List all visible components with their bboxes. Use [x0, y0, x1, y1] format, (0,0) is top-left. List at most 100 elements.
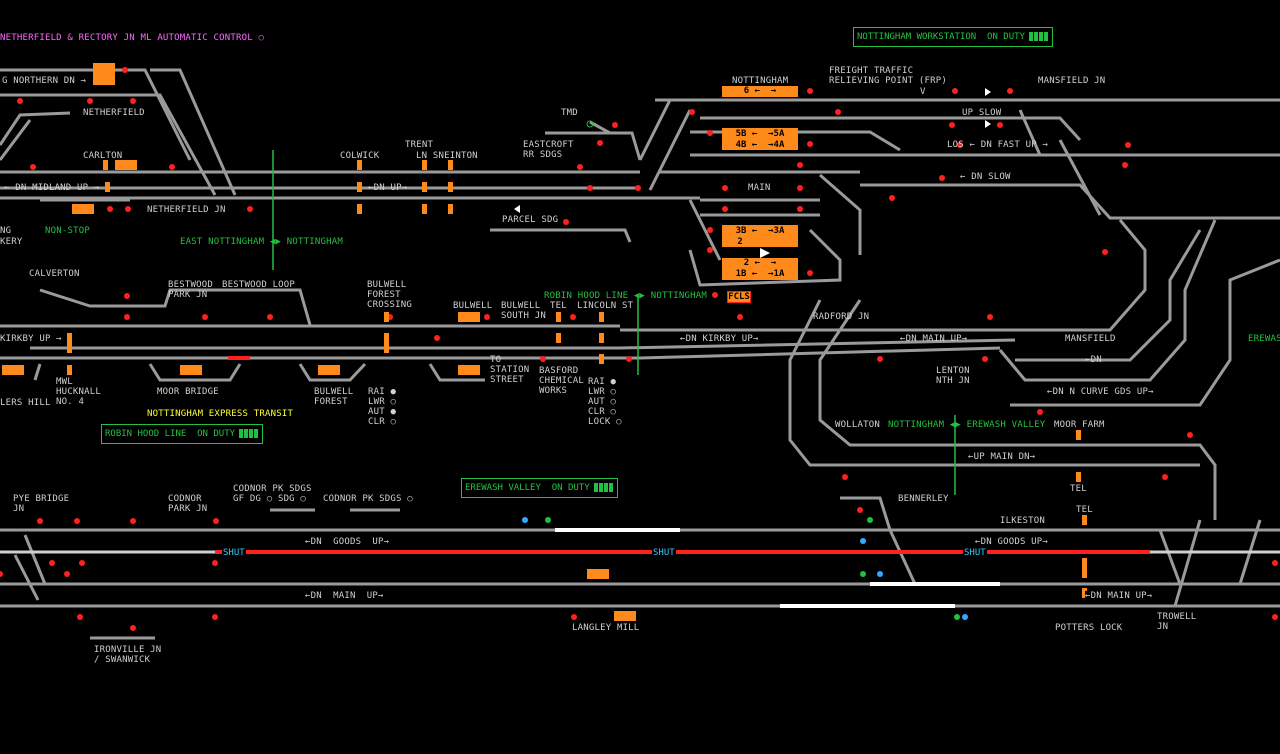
label-parcel-sdg: PARCEL SDG: [502, 215, 559, 225]
track-northern-2: [150, 68, 237, 196]
label-carlton: CARLTON: [83, 151, 123, 161]
track-northern: [0, 68, 192, 161]
tc-trent-3: [422, 204, 427, 214]
label-dn-goods-up-2: ←DN GOODS UP→: [975, 537, 1049, 547]
tc-lincoln: [599, 312, 604, 322]
label-tel-3: TEL: [1076, 505, 1093, 515]
tc-trent-1: [422, 160, 427, 170]
platform-carlton: [93, 63, 115, 85]
label-wollaton-boundary: NOTTINGHAM ◀▶ EREWASH VALLEY: [888, 420, 1046, 430]
robin-hood-duty[interactable]: ROBIN HOOD LINE ON DUTY: [101, 424, 264, 444]
fcls-box[interactable]: FCLS: [727, 291, 751, 303]
label-langley-mill: LANGLEY MILL: [572, 623, 640, 633]
track-x7: [1058, 139, 1102, 216]
track-netherfield-loop: [0, 93, 217, 196]
tc-lers: [2, 365, 24, 375]
tc-ilk2: [1082, 558, 1087, 578]
label-tel-2: TEL: [1070, 484, 1087, 494]
label-bulwell-south: BULWELL SOUTH JN: [501, 301, 546, 321]
label-nottingham: NOTTINGHAM: [732, 76, 789, 86]
label-trent: TRENT: [405, 140, 434, 150]
label-dn-main-up-3: ←DN MAIN UP→: [1085, 591, 1153, 601]
label-dn: ←DN: [1085, 355, 1102, 365]
nottingham-workstation-duty[interactable]: NOTTINGHAM WORKSTATION ON DUTY: [853, 27, 1053, 47]
label-codnor-sdgs: CODNOR PK SDGS ○: [323, 494, 413, 504]
platform-langley: [614, 611, 636, 621]
tc-langley: [587, 569, 609, 579]
label-up-main-dn: ←UP MAIN DN→: [968, 452, 1036, 462]
tc-tel3: [1076, 472, 1081, 482]
track-x8: [888, 529, 917, 585]
label-kirkby-up: KIRKBY UP →: [0, 334, 62, 344]
label-potters-lock: POTTERS LOCK: [1055, 623, 1123, 633]
track-x6: [1018, 109, 1042, 156]
tc-ilk1: [1082, 515, 1087, 525]
track-loco-1: [0, 111, 71, 146]
erewash-duty[interactable]: EREWASH VALLEY ON DUTY: [461, 478, 618, 498]
track-x1: [638, 99, 672, 161]
label-dn-slow: ← DN SLOW: [960, 172, 1011, 182]
label-ln-sneinton: LN SNEINTON: [416, 151, 478, 161]
platform-carlton-2: [115, 160, 137, 170]
label-mansfield: MANSFIELD: [1065, 334, 1116, 344]
platform-1-label: 1B ← →1A: [735, 269, 785, 279]
track-ilk-x2: [1173, 519, 1202, 607]
track-up-slow: [700, 116, 1082, 142]
nottingham-workstation-label: NOTTINGHAM WORKSTATION ON DUTY: [857, 32, 1025, 42]
label-moor-farm: MOOR FARM: [1054, 420, 1105, 430]
platform-3-label: 3B ← →3A: [735, 226, 785, 236]
label-to-station: TO STATION STREET: [490, 355, 530, 385]
label-bestwood-park: BESTWOOD PARK JN: [168, 280, 213, 300]
tc-tel2: [556, 333, 561, 343]
label-pye-bridge: PYE BRIDGE JN: [13, 494, 70, 514]
label-non-stop: NON-STOP: [45, 226, 90, 236]
label-basford: BASFORD CHEMICAL WORKS: [539, 366, 584, 396]
track-loop-r: [620, 219, 1147, 332]
label-ilkeston: ILKESTON: [1000, 516, 1045, 526]
label-netherfield-jn: NETHERFIELD JN: [147, 205, 226, 215]
track-rh-up: [30, 338, 1016, 350]
erewash-duty-label: EREWASH VALLEY ON DUTY: [465, 483, 590, 493]
tc-colwick-3: [357, 204, 362, 214]
shut-indicator-2[interactable]: SHUT: [652, 548, 676, 558]
label-freight: FREIGHT TRAFFIC RELIEVING POINT (FRP): [829, 66, 947, 86]
track-moor: [148, 363, 242, 382]
label-dn-up-colwick: ←DN UP→: [368, 183, 408, 193]
shut-indicator-3[interactable]: SHUT: [963, 548, 987, 558]
label-kery: KERY: [0, 237, 23, 247]
track-pye-2: [13, 554, 40, 601]
label-bestwood-loop: BESTWOOD LOOP: [222, 280, 296, 290]
tc-lincoln3: [599, 354, 604, 364]
express-transit-label: NOTTINGHAM EXPRESS TRANSIT: [147, 409, 294, 419]
label-mwl: MWL HUCKNALL NO. 4: [56, 377, 101, 407]
tc-tel: [556, 312, 561, 322]
crossing-status-1: RAI ● LWR ○ AUT ● CLR ○: [368, 387, 397, 427]
tc-kirkby: [67, 333, 72, 353]
track-x3: [688, 199, 722, 261]
track-x5: [819, 173, 862, 255]
label-ing: NG: [0, 226, 12, 236]
label-erewash-cut: EREWAS: [1248, 334, 1280, 344]
label-dn-main-up-2: ←DN MAIN UP→: [305, 591, 384, 601]
label-radford: RADFORD JN: [813, 312, 870, 322]
track-pye: [23, 534, 47, 585]
label-moor-bridge: MOOR BRIDGE: [157, 387, 219, 397]
platform-4-label: 4B ← →4A: [735, 140, 785, 150]
label-dn-midland: ← DN MIDLAND UP →: [4, 183, 100, 193]
label-eastcroft: EASTCROFT RR SDGS: [523, 140, 574, 160]
tc-sneinton-1: [448, 160, 453, 170]
shut-indicator-1[interactable]: SHUT: [222, 548, 246, 558]
label-dn-goods-up: ←DN GOODS UP→: [305, 537, 390, 547]
label-trowell: TROWELL JN: [1157, 612, 1197, 632]
platform-bulwell-forest: [318, 365, 340, 375]
track-bulwell-f: [298, 362, 367, 382]
label-dn-fast: LOS ← DN FAST UP →: [947, 140, 1049, 150]
automatic-control-header[interactable]: NETHERFIELD & RECTORY JN ML AUTOMATIC CO…: [0, 33, 265, 43]
tc-bulwell-x2: [384, 333, 389, 353]
label-netherfield: NETHERFIELD: [83, 108, 145, 118]
tc-lincoln2: [599, 333, 604, 343]
tc-midland-1: [103, 160, 108, 170]
tc-bulwell-x: [384, 312, 389, 322]
